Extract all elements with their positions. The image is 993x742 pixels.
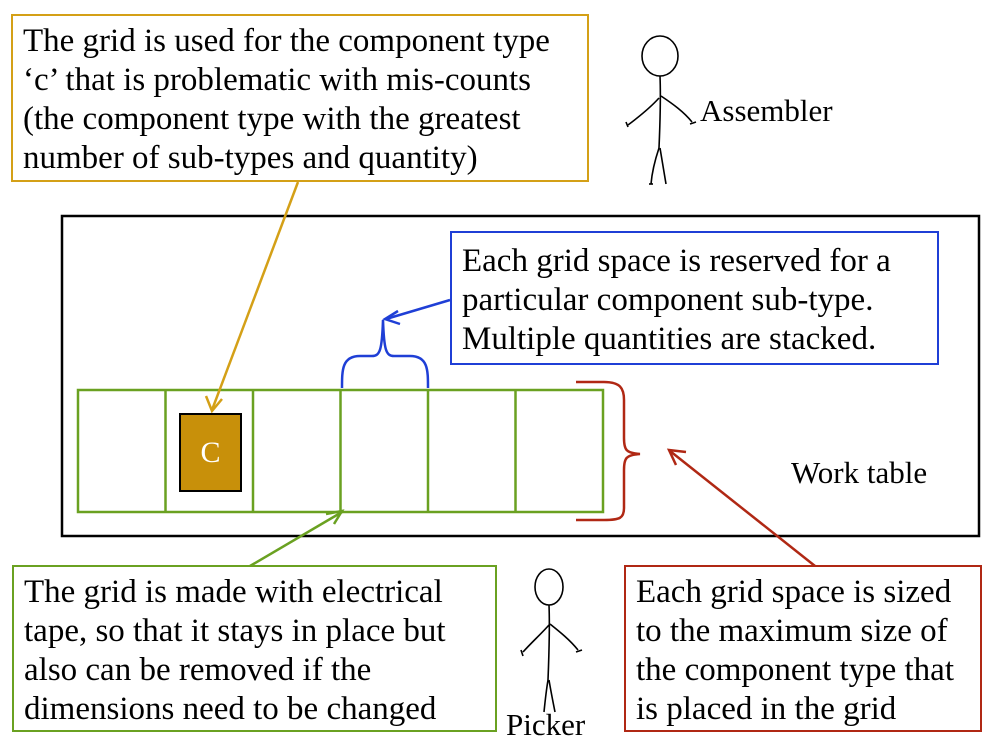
red-arrowhead [666, 448, 687, 466]
callout-line: Each grid space is sized [636, 574, 952, 610]
callout-line: the component type that [636, 652, 954, 688]
callout-line: number of sub-types and quantity) [23, 140, 478, 176]
callout-line: ‘c’ that is problematic with mis-counts [23, 62, 532, 98]
work-table-outline [60, 214, 981, 538]
callout-line: The grid is made with electrical [24, 574, 443, 610]
red-arrow [669, 450, 816, 567]
component-c-label: C [200, 435, 221, 469]
picker-label: Picker [506, 707, 586, 742]
blue-arrowhead [382, 309, 401, 326]
work-table-label: Work table [791, 455, 928, 490]
callout-line: to the maximum size of [636, 613, 948, 649]
blue-arrow [385, 298, 451, 321]
assembler-figure [625, 35, 697, 185]
grid-height-brace [576, 380, 641, 522]
picker-figure [520, 568, 583, 713]
callout-line: The grid is used for the component type [23, 23, 550, 59]
callout-line: tape, so that it stays in place but [24, 613, 446, 649]
green-arrowhead [325, 509, 345, 525]
green-arrow [249, 510, 343, 568]
callout-line: Each grid space is reserved for a [462, 243, 891, 279]
grid-space-brace [340, 319, 430, 389]
callout-line: is placed in the grid [636, 691, 897, 727]
gold-arrow [210, 181, 300, 411]
tape-grid [76, 388, 605, 514]
grid-space-reserved-callout: Each grid space is reserved for a partic… [450, 231, 939, 365]
gold-arrowhead [204, 395, 223, 414]
assembler-label: Assembler [700, 93, 833, 128]
grid-purpose-callout: The grid is used for the component type … [11, 14, 589, 182]
callout-line: dimensions need to be changed [24, 691, 437, 727]
callout-line: particular component sub-type. [462, 282, 874, 318]
electrical-tape-callout: The grid is made with electrical tape, s… [12, 565, 497, 732]
callout-line: also can be removed if the [24, 652, 372, 688]
callout-line: Multiple quantities are stacked. [462, 321, 877, 357]
grid-space-size-callout: Each grid space is sized to the maximum … [624, 565, 982, 732]
callout-line: (the component type with the greatest [23, 101, 521, 137]
component-c: C [179, 413, 242, 492]
